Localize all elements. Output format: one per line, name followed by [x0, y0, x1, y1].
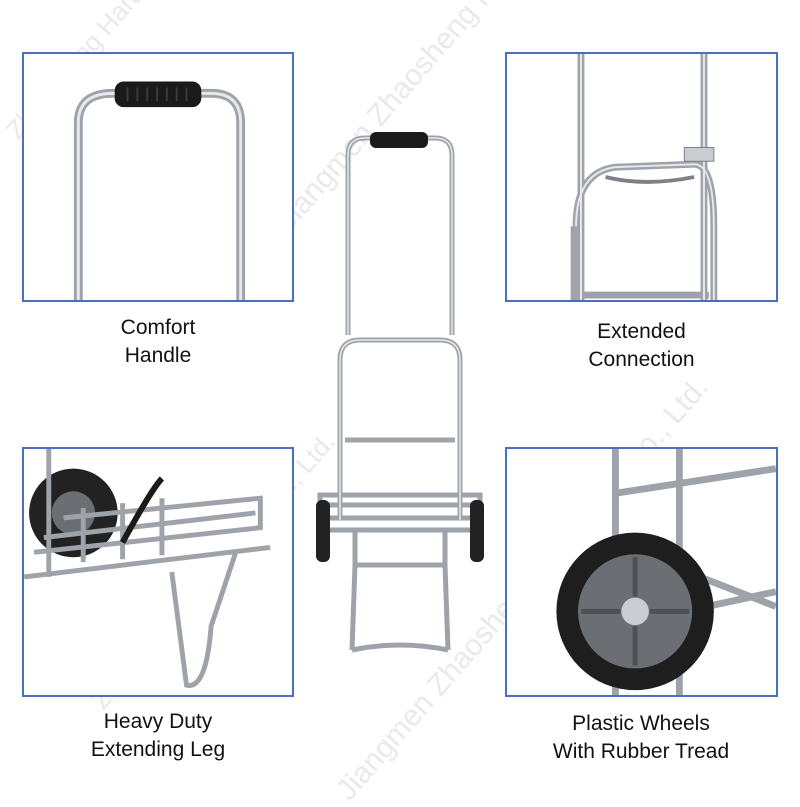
wheel [470, 500, 484, 562]
leg-illustration [24, 449, 271, 688]
connection-illustration [570, 54, 718, 300]
caption-extended-connection: Extended Connection [588, 320, 695, 371]
foam-grip [370, 132, 428, 148]
caption-comfort-handle: Comfort Handle [120, 316, 196, 367]
hand-truck-product-photo [300, 120, 500, 670]
handle-illustration [73, 81, 246, 300]
wheel [316, 500, 330, 562]
wheel-illustration [556, 449, 776, 695]
caption-extending-leg: Heavy Duty Extending Leg [90, 710, 226, 761]
caption-plastic-wheels: Plastic Wheels With Rubber Tread [552, 712, 730, 763]
connection-detail-photo [505, 52, 778, 302]
leg-detail-photo [22, 447, 294, 697]
handle-detail-photo [22, 52, 294, 302]
wheel-detail-photo [505, 447, 778, 697]
